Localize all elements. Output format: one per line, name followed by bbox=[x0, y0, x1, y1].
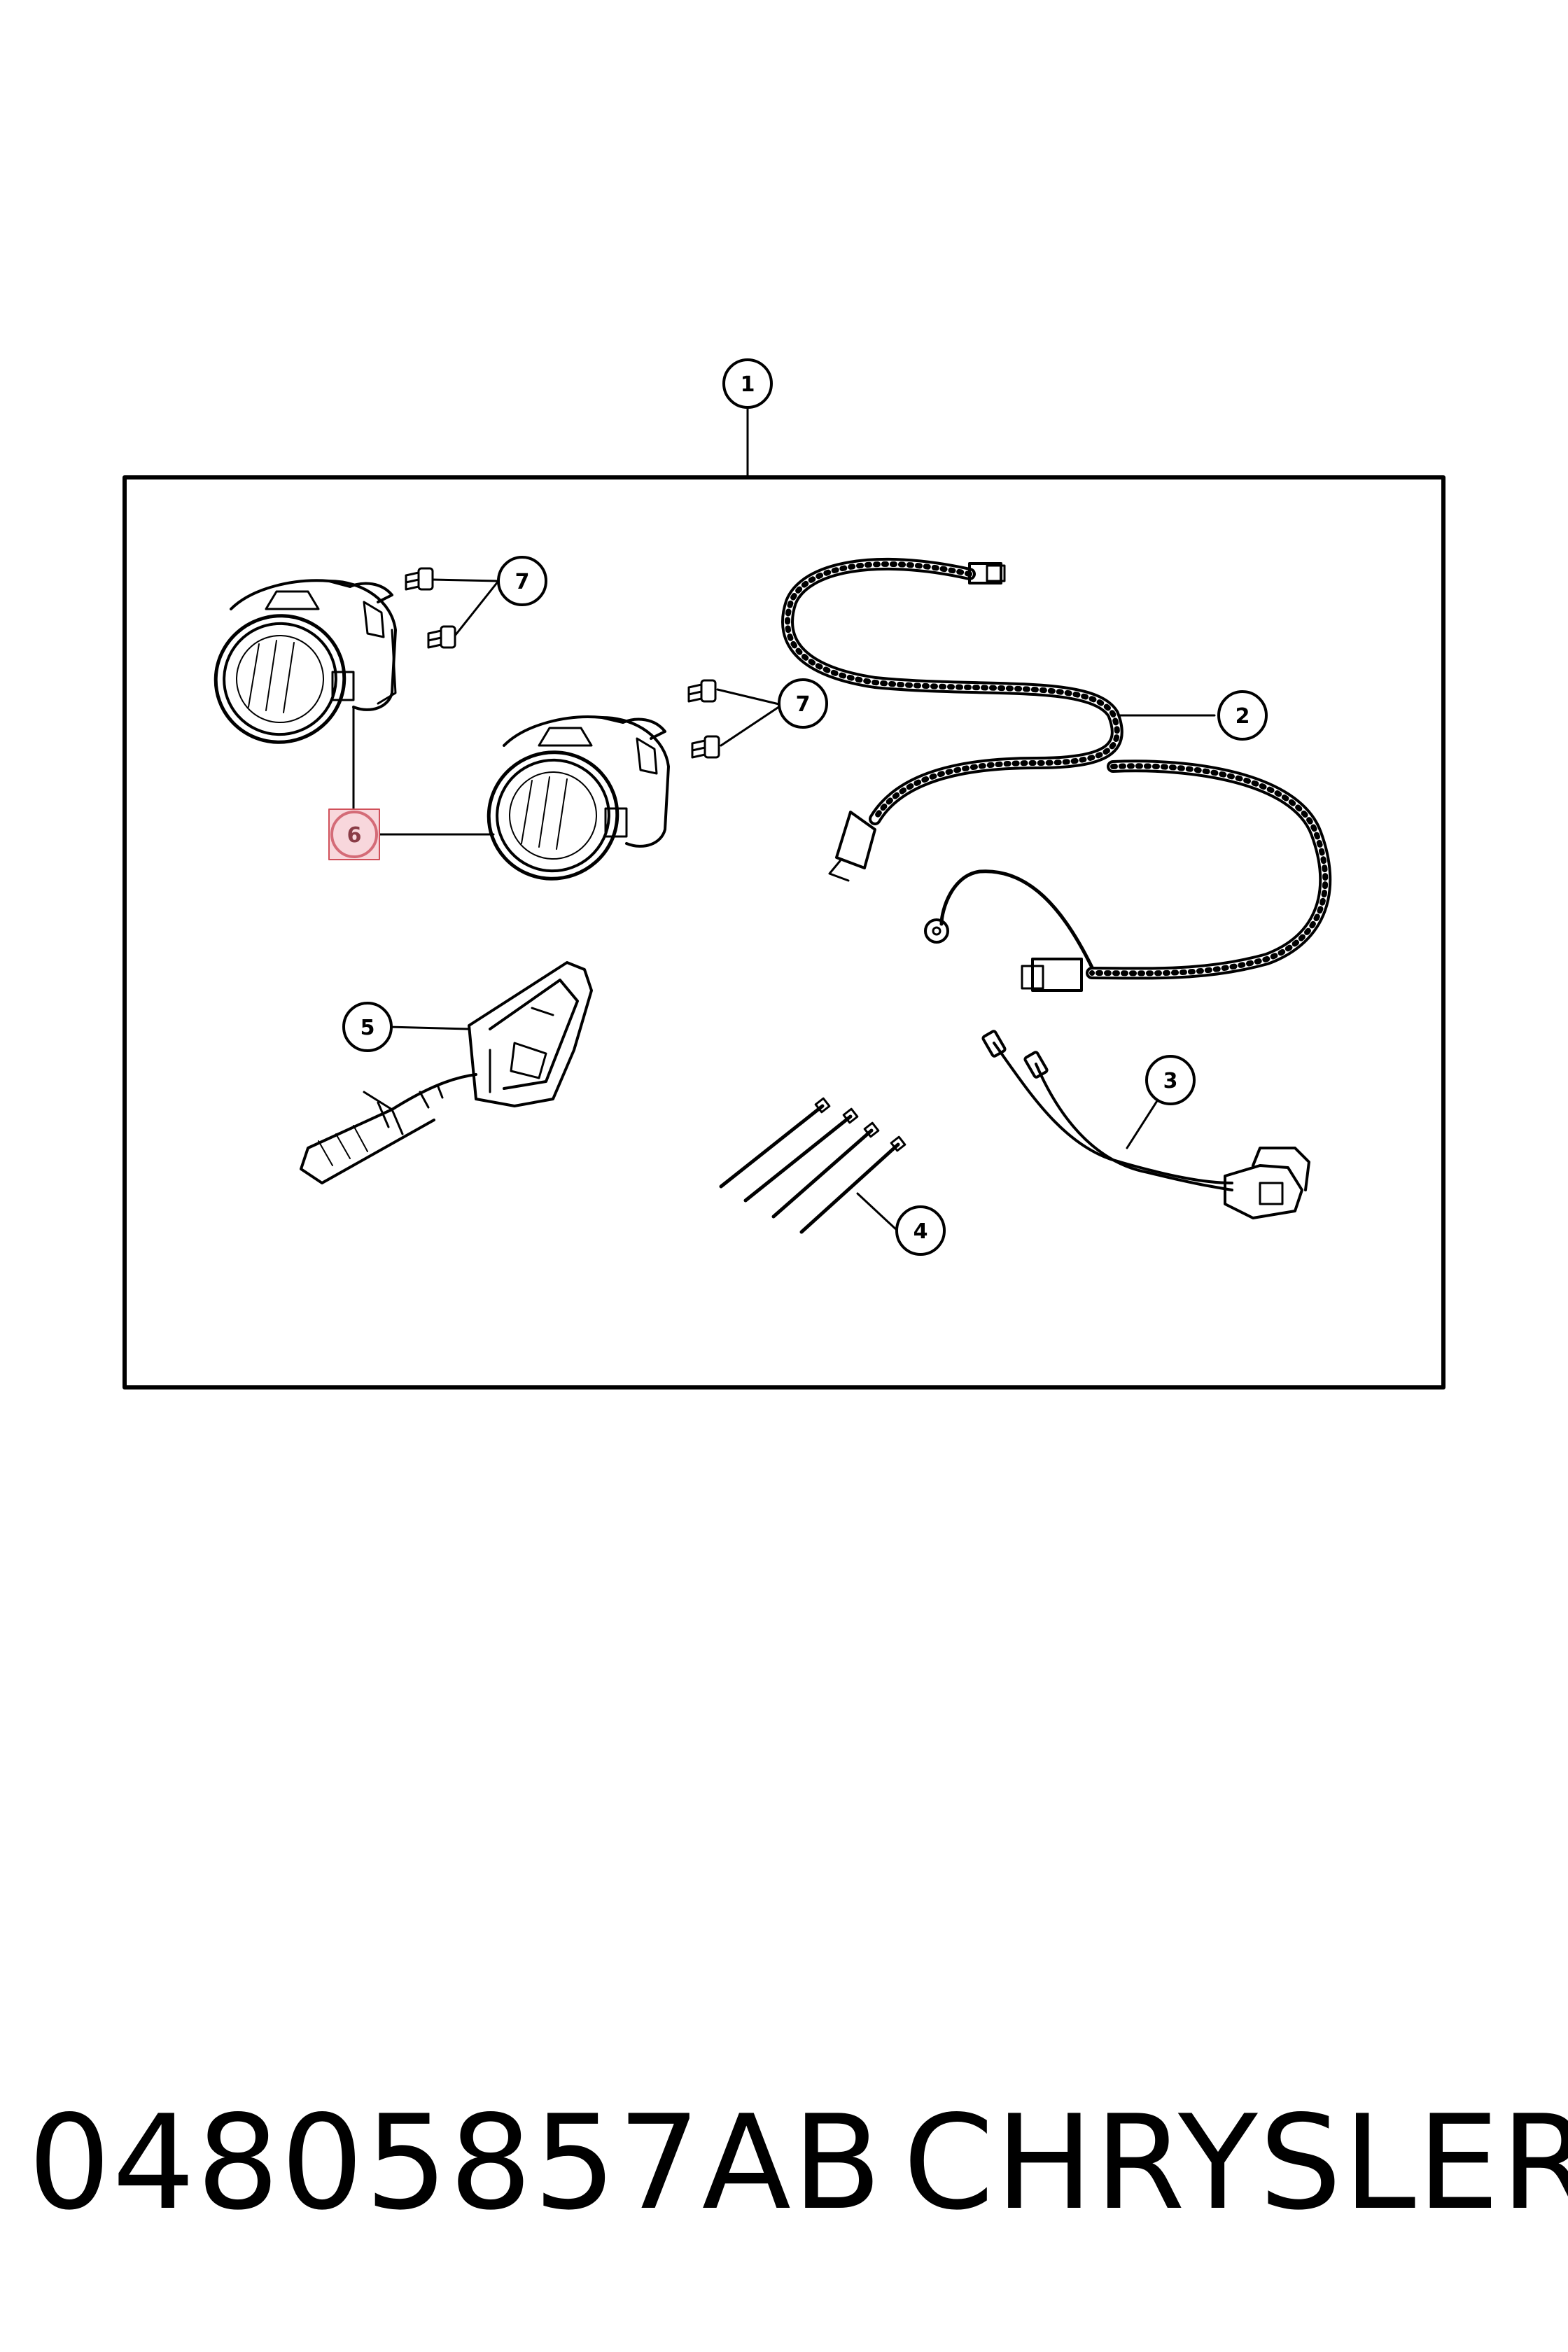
screw-group-upper bbox=[405, 567, 456, 649]
screw bbox=[427, 625, 456, 649]
callout-7-lower-label: 7 bbox=[796, 692, 811, 717]
part-number: 04805857AB bbox=[28, 2087, 883, 2239]
jumper-harness bbox=[981, 1030, 1310, 1219]
callout-7-lower[interactable]: 7 bbox=[778, 678, 828, 729]
headlamp-switch bbox=[300, 961, 593, 1184]
screw bbox=[691, 735, 720, 759]
callout-6-label: 6 bbox=[347, 823, 362, 848]
leader-lines bbox=[352, 406, 1216, 1232]
callout-2-label: 2 bbox=[1236, 704, 1250, 729]
callout-7-upper[interactable]: 7 bbox=[497, 556, 547, 606]
callout-4[interactable]: 4 bbox=[895, 1205, 946, 1256]
screw-group-lower bbox=[687, 679, 720, 759]
callout-6[interactable]: 6 bbox=[328, 808, 380, 860]
brand-name: CHRYSLER bbox=[903, 2087, 1568, 2239]
callout-4-label: 4 bbox=[913, 1219, 928, 1244]
callout-3-label: 3 bbox=[1163, 1069, 1178, 1093]
callout-5-label: 5 bbox=[360, 1016, 375, 1040]
fog-lamp-left bbox=[214, 579, 397, 744]
callout-2[interactable]: 2 bbox=[1217, 690, 1268, 741]
callout-1[interactable]: 1 bbox=[722, 358, 773, 409]
callout-1-label: 1 bbox=[741, 372, 755, 397]
screw bbox=[687, 679, 717, 703]
callout-3[interactable]: 3 bbox=[1145, 1055, 1196, 1105]
callout-7-upper-label: 7 bbox=[515, 570, 530, 594]
screw bbox=[405, 567, 434, 591]
cable-ties bbox=[719, 1097, 906, 1234]
wiring-harness bbox=[781, 557, 1332, 992]
fog-lamp-right bbox=[486, 715, 670, 881]
callout-5[interactable]: 5 bbox=[342, 1002, 393, 1052]
kit-frame bbox=[122, 475, 1446, 1390]
